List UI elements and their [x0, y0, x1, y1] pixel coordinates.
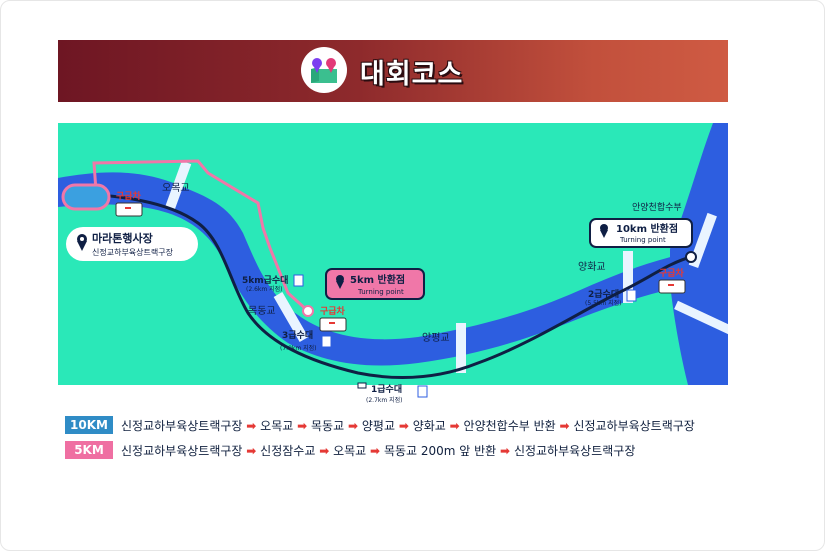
arrow-icon: ➡	[500, 443, 511, 458]
arrow-icon: ➡	[246, 418, 257, 433]
turn-5k-title: 5km 반환점	[350, 273, 405, 286]
page-title: 대회코스	[360, 59, 464, 90]
water-3-icon	[321, 335, 332, 348]
turn-10k-callout	[589, 218, 693, 248]
route10k-stop: 신정교하부육상트랙구장	[573, 418, 695, 433]
turn-5k-callout	[325, 268, 425, 300]
yanghwa-label: 양화교	[578, 261, 606, 273]
water-5k-icon	[293, 274, 304, 287]
title-banner	[58, 40, 728, 102]
course-10k	[67, 191, 692, 380]
ambulance-5k-icon	[319, 317, 347, 332]
pin-5k-icon	[336, 275, 344, 289]
route5k-stop: 신정교하부육상트랙구장	[513, 443, 636, 458]
route5k-stop: 신정교하부육상트랙구장	[121, 443, 243, 458]
route10k-stop: 양화교	[412, 418, 446, 433]
mokdong-label: 목동교	[248, 305, 276, 317]
bridge-mokdong	[273, 291, 309, 343]
route10k-stop: 양평교	[361, 418, 395, 433]
route10k-stop: 안양천합수부 반환	[463, 418, 556, 433]
course-5k	[92, 159, 310, 313]
water-5k-label: 5km급수대	[242, 274, 288, 286]
ambulance-10k-label: 구급차	[659, 267, 685, 279]
turn-10k-title: 10km 반환점	[616, 222, 678, 235]
water-1-dist-out: (2.7km 지점)	[366, 396, 403, 404]
water-2-icon	[626, 289, 637, 302]
route-5k: 신정교하부육상트랙구장 ➡ 신정잠수교 ➡ 오목교 ➡ 목동교 200m 앞 반…	[121, 442, 635, 459]
turn-5k-marker	[302, 305, 314, 317]
arrow-icon: ➡	[559, 418, 570, 433]
turn-5k-sub: Turning point	[357, 288, 404, 296]
route-10k: 신정교하부육상트랙구장 ➡ 오목교 ➡ 목동교 ➡ 양평교 ➡ 양화교 ➡ 안양…	[121, 417, 695, 434]
start-track	[61, 183, 111, 211]
arrow-icon: ➡	[246, 443, 257, 458]
arrow-icon: ➡	[319, 443, 330, 458]
turn-10k-sub: Turning point	[619, 236, 666, 244]
water-3-label: 3급수대	[282, 329, 313, 341]
anyang-label: 안양천합수부	[632, 202, 682, 213]
route5k-stop: 신정잠수교	[260, 443, 316, 458]
water-1-label-out: 1급수대	[371, 383, 402, 395]
bridge-bottom	[674, 300, 728, 335]
river	[58, 172, 698, 366]
route5k-stop: 오목교	[333, 443, 367, 458]
route5k-stop: 목동교 200m 앞 반환	[383, 443, 497, 458]
bridge-yangpyeong	[456, 323, 466, 373]
yangpyeong-label: 양평교	[422, 332, 450, 344]
arrow-icon: ➡	[347, 418, 359, 433]
water-3-dist: (7.9km 지점)	[280, 344, 317, 352]
pin-10k-icon	[600, 224, 608, 238]
arrow-icon: ➡	[449, 418, 460, 433]
ambulance-start-icon	[115, 202, 143, 217]
water-5k-dist: (2.6km 지점)	[246, 285, 283, 293]
omok-label: 오목교	[162, 182, 190, 194]
arrow-icon: ➡	[297, 418, 308, 433]
course-map: 구급차 구급차 구급차 마라톤행사장 신정교하부육상트랙구장 5km 반환점 T…	[58, 123, 728, 385]
route10k-stop: 신정교하부육상트랙구장	[121, 418, 243, 433]
route10k-stop: 오목교	[260, 418, 294, 433]
ambulance-start-label: 구급차	[116, 190, 142, 202]
start-sub: 신정교하부육상트랙구장	[92, 247, 174, 257]
bridge-yanghwa	[623, 251, 633, 303]
tag-10k: 10KM	[65, 416, 113, 434]
start-callout	[66, 227, 198, 261]
arrow-icon: ➡	[370, 443, 381, 458]
legend-5k: 5KM 신정교하부육상트랙구장 ➡ 신정잠수교 ➡ 오목교 ➡ 목동교 200m…	[65, 441, 635, 459]
legend-10k: 10KM 신정교하부육상트랙구장 ➡ 오목교 ➡ 목동교 ➡ 양평교 ➡ 양화교…	[65, 416, 695, 434]
arrow-icon: ➡	[398, 418, 409, 433]
water-2-dist: (5.5km 지점)	[585, 299, 622, 307]
ambulance-10k-icon	[658, 279, 686, 294]
tag-5k: 5KM	[65, 441, 113, 459]
bridge-omok	[164, 160, 192, 212]
water-1-overlay: 1급수대 (2.7km 지점)	[357, 382, 428, 404]
water-2-label: 2급수대	[588, 288, 619, 300]
map-pin-icon	[301, 47, 347, 93]
route10k-stop: 목동교	[311, 418, 345, 433]
location-pin-icon	[77, 234, 87, 251]
start-name: 마라톤행사장	[92, 231, 153, 245]
water-1-icon	[417, 385, 428, 398]
ambulance-5k-label: 구급차	[320, 305, 346, 317]
turn-10k-marker	[685, 251, 697, 263]
